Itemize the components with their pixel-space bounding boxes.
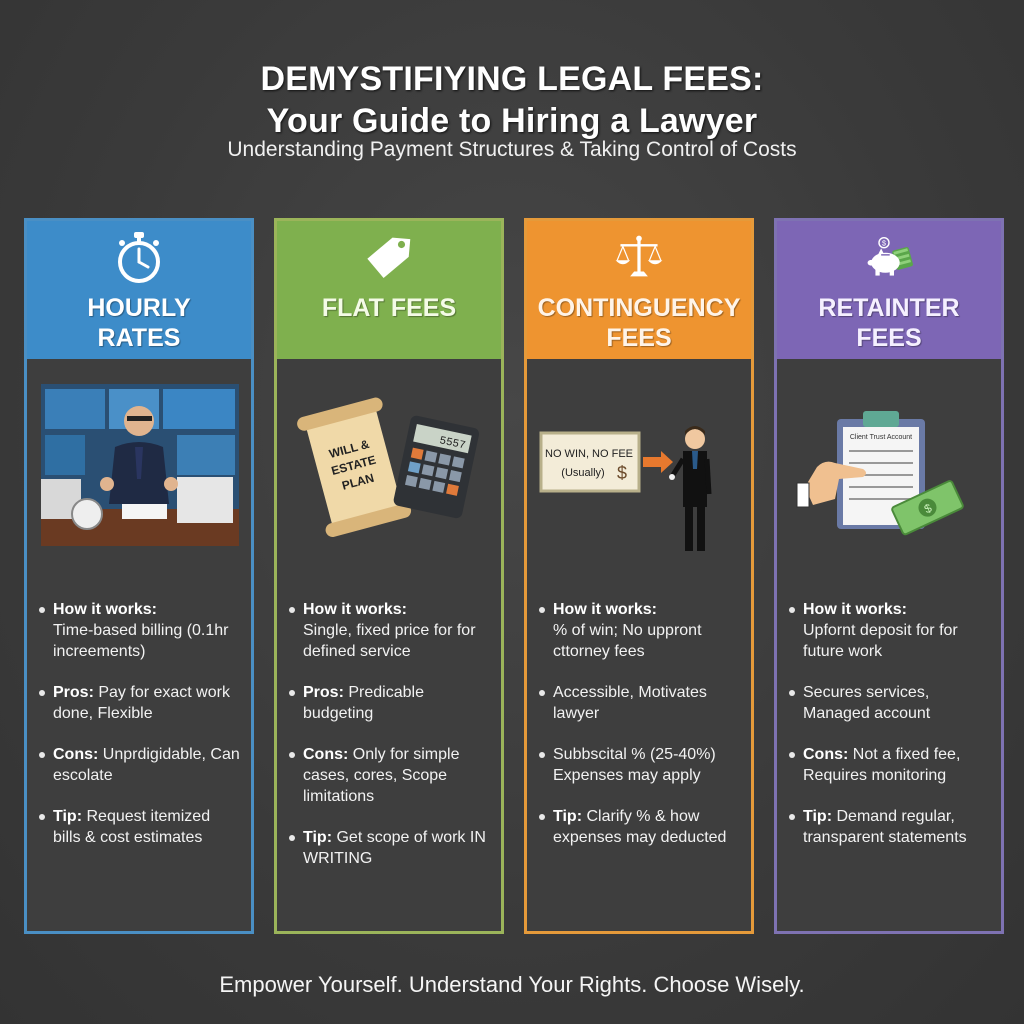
- card-header: CONTINGUENCY FEES: [527, 221, 751, 359]
- price-tag-icon: [364, 229, 414, 285]
- clipboard-illustration: Client Trust Account $: [777, 359, 1001, 599]
- stopwatch-icon: [114, 229, 164, 285]
- list-item: How it works:Upfornt deposit for for fut…: [789, 599, 991, 662]
- list-item: Accessible, Motivates lawyer: [539, 682, 741, 724]
- list-item: How it works:% of win; No uppront cttorn…: [539, 599, 741, 662]
- list-item: Secures services, Managed account: [789, 682, 991, 724]
- card-details-list: How it works:Upfornt deposit for for fut…: [777, 599, 1001, 848]
- list-item: Pros: Pay for exact work done, Flexible: [39, 682, 241, 724]
- footer-tagline: Empower Yourself. Understand Your Rights…: [219, 972, 805, 997]
- title-line-1: DEMYSTIFIYING LEGAL FEES:: [260, 60, 764, 98]
- card-details-list: How it works:Time-based billing (0.1hr i…: [27, 599, 251, 848]
- card-details-list: How it works:% of win; No uppront cttorn…: [527, 599, 751, 848]
- list-item: How it works:Single, fixed price for for…: [289, 599, 491, 662]
- no-win-no-fee-illustration: NO WIN, NO FEE (Usually) $: [527, 359, 751, 599]
- card-title: HOURLY RATES: [87, 294, 191, 352]
- card-flat-fees: FLAT FEES WILL & ESTATE PLAN 5557: [274, 218, 504, 934]
- list-item: Tip: Demand regular, transparent stateme…: [789, 806, 991, 848]
- piggy-bank-icon: $: [864, 229, 914, 285]
- page-title: DEMYSTIFIYING LEGAL FEES: Your Guide to …: [0, 58, 1024, 142]
- svg-text:Client Trust Account: Client Trust Account: [850, 434, 912, 441]
- will-and-calculator-illustration: WILL & ESTATE PLAN 5557: [277, 359, 501, 599]
- card-hourly-rates: HOURLY RATES How it works:Time-based bil…: [24, 218, 254, 934]
- card-retainer-fees: $ RETAINTER FEES Client Trust Account: [774, 218, 1004, 934]
- svg-text:$: $: [882, 240, 886, 248]
- lawyer-desk-illustration: [27, 359, 251, 599]
- list-item: Tip: Get scope of work IN WRITING: [289, 827, 491, 869]
- list-item: Cons: Not a fixed fee, Requires monitori…: [789, 744, 991, 786]
- card-contingency-fees: CONTINGUENCY FEES NO WIN, NO FEE (Usuall…: [524, 218, 754, 934]
- card-header: $ RETAINTER FEES: [777, 221, 1001, 359]
- scales-icon: [614, 229, 664, 285]
- list-item: Tip: Clarify % & how expenses may deduct…: [539, 806, 741, 848]
- card-title: RETAINTER FEES: [818, 294, 960, 352]
- list-item: Cons: Only for simple cases, cores, Scop…: [289, 744, 491, 807]
- list-item: Cons: Unprdigidable, Can escolate: [39, 744, 241, 786]
- card-title: CONTINGUENCY FEES: [537, 294, 741, 352]
- list-item: How it works:Time-based billing (0.1hr i…: [39, 599, 241, 662]
- list-item: Pros: Predicable budgeting: [289, 682, 491, 724]
- svg-text:(Usually): (Usually): [561, 467, 604, 479]
- card-header: HOURLY RATES: [27, 221, 251, 359]
- svg-text:NO WIN, NO FEE: NO WIN, NO FEE: [545, 448, 633, 460]
- list-item: Subbscital % (25-40%) Expenses may apply: [539, 744, 741, 786]
- card-details-list: How it works:Single, fixed price for for…: [277, 599, 501, 869]
- title-line-2: Your Guide to Hiring a Lawyer: [266, 102, 758, 140]
- card-title: FLAT FEES: [321, 294, 457, 322]
- svg-text:$: $: [617, 463, 627, 483]
- page-subtitle: Understanding Payment Structures & Takin…: [227, 138, 797, 161]
- list-item: Tip: Request itemized bills & cost estim…: [39, 806, 241, 848]
- svg-text:5557: 5557: [438, 435, 466, 452]
- card-header: FLAT FEES: [277, 221, 501, 359]
